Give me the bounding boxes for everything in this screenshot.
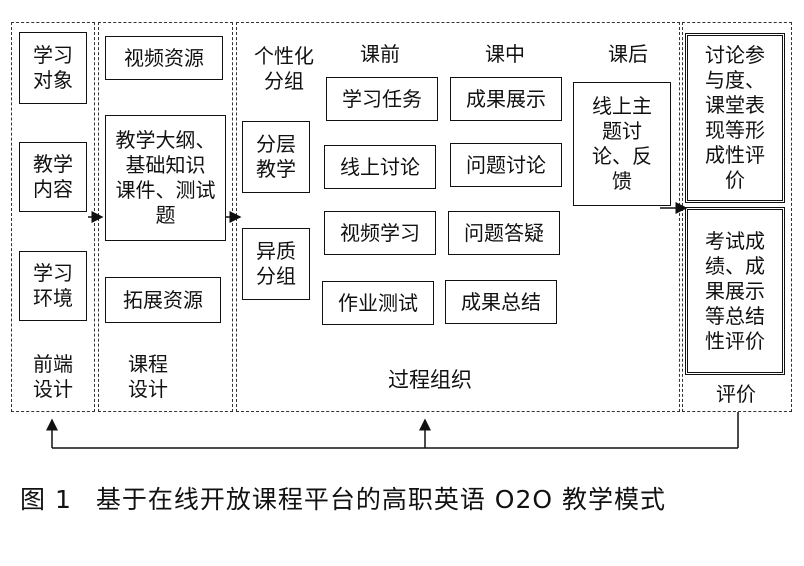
frontend-item-learning-object: 学习 对象 <box>19 32 87 104</box>
evaluation-stage-label: 评价 <box>716 382 756 406</box>
frontend-item-learning-environment: 学习 环境 <box>19 251 87 321</box>
frontend-stage-label: 前端 设计 <box>33 352 73 401</box>
phase-after-header: 课后 <box>608 42 648 66</box>
phase-before-header: 课前 <box>360 42 400 66</box>
course-item-video-resources: 视频资源 <box>105 36 223 80</box>
before-item-learning-task: 学习任务 <box>326 77 438 121</box>
evaluation-formative: 讨论参 与度、 课堂表 现等形 成性评 价 <box>685 33 785 203</box>
grouping-item-layered-teaching: 分层 教学 <box>242 121 310 193</box>
grouping-item-heterogeneous-grouping: 异质 分组 <box>242 228 310 300</box>
after-item-online-topic-discussion: 线上主 题讨 论、反 馈 <box>573 82 671 206</box>
figure-title: 基于在线开放课程平台的高职英语 O2O 教学模式 <box>95 485 667 514</box>
before-item-video-learning: 视频学习 <box>324 211 436 255</box>
process-stage-label: 过程组织 <box>388 368 472 392</box>
during-item-result-summary: 成果总结 <box>445 280 557 324</box>
figure-caption: 图 1 基于在线开放课程平台的高职英语 O2O 教学模式 <box>10 480 666 516</box>
evaluation-section <box>682 22 792 412</box>
before-item-online-discussion: 线上讨论 <box>324 145 436 189</box>
evaluation-summative: 考试成 绩、成 果展示 等总结 性评价 <box>685 207 785 375</box>
course-item-extended-resources: 拓展资源 <box>105 277 221 323</box>
phase-during-header: 课中 <box>485 42 525 66</box>
frontend-item-teaching-content: 教学 内容 <box>19 142 87 212</box>
during-item-result-presentation: 成果展示 <box>450 77 562 121</box>
during-item-problem-discussion: 问题讨论 <box>450 143 562 187</box>
during-item-question-answering: 问题答疑 <box>448 211 560 255</box>
grouping-header: 个性化 分组 <box>254 44 314 93</box>
course-item-syllabus: 教学大纲、 基础知识 课件、测试 题 <box>105 115 226 241</box>
before-item-homework-test: 作业测试 <box>322 281 434 325</box>
figure-number: 图 1 <box>20 485 72 514</box>
course-stage-label: 课程 设计 <box>128 352 168 401</box>
